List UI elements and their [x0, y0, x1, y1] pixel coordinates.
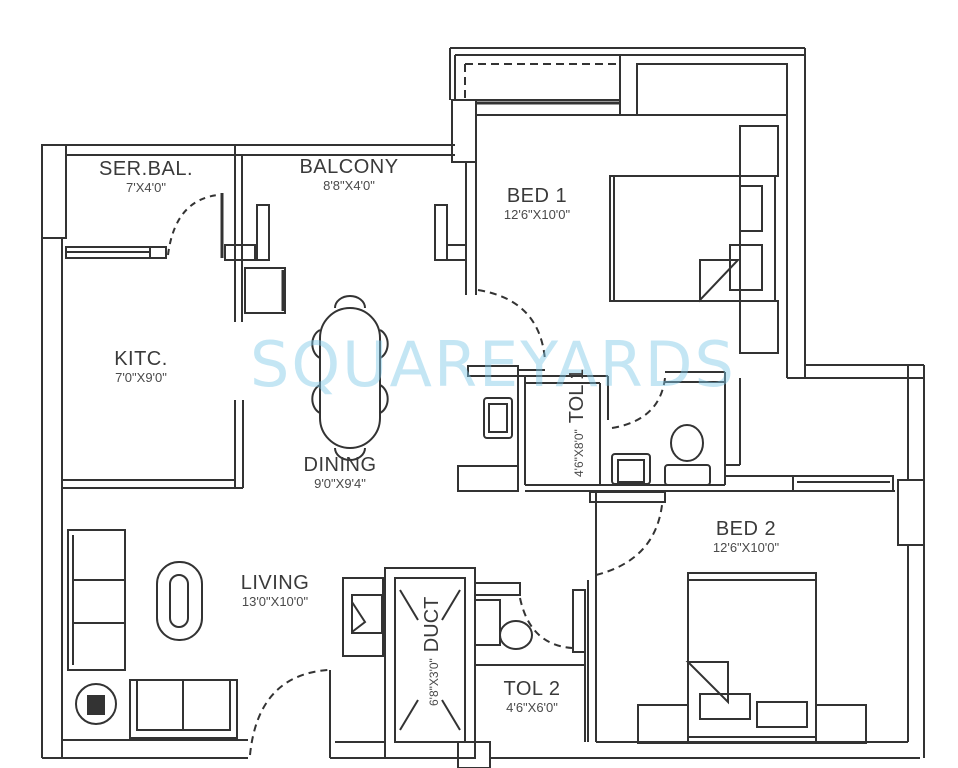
room-name: BED 1 — [506, 185, 568, 207]
room-dimensions: 6'8"X3'0" — [427, 658, 441, 706]
living-furniture — [67, 529, 331, 758]
room-name: TOL 1 — [566, 368, 588, 424]
tol1-walls — [457, 365, 895, 492]
room-dimensions: 12'6"X10'0" — [503, 207, 571, 222]
dining-table — [311, 295, 389, 461]
bed1-furniture — [477, 125, 779, 361]
room-label-tol1: 4'6"X8'0" TOL 1 — [566, 369, 588, 477]
bed2-furniture — [587, 491, 867, 744]
room-dimensions: 13'0"X10'0" — [241, 594, 309, 609]
room-label-bed1: BED 1 12'6"X10'0" — [504, 185, 570, 223]
balcony-walls — [434, 204, 466, 261]
room-dimensions: 4'6"X6'0" — [506, 700, 558, 715]
room-name: DUCT — [421, 596, 443, 653]
room-name: LIVING — [240, 572, 310, 594]
room-label-living: LIVING 13'0"X10'0" — [241, 572, 310, 610]
room-label-kitchen: KITC. 7'0"X9'0" — [114, 348, 168, 386]
room-label-duct: 6'8"X3'0" DUCT — [421, 597, 443, 706]
room-name: BALCONY — [299, 156, 399, 178]
room-name: DINING — [303, 454, 377, 476]
room-label-dining: DINING 9'0"X9'4" — [304, 454, 377, 492]
room-label-tol2: TOL 2 4'6"X6'0" — [504, 678, 561, 716]
room-label-bed2: BED 2 12'6"X10'0" — [713, 518, 779, 556]
room-name: SER.BAL. — [98, 158, 194, 180]
room-dimensions: 7'0"X9'0" — [115, 370, 167, 385]
room-label-ser-bal: SER.BAL. 7'X4'0" — [99, 158, 193, 196]
room-dimensions: 12'6"X10'0" — [712, 540, 780, 555]
room-name: KITC. — [114, 348, 168, 370]
room-dimensions: 4'6"X8'0" — [572, 429, 586, 477]
room-name: BED 2 — [715, 518, 777, 540]
room-dimensions: 8'8"X4'0" — [323, 178, 375, 193]
duct-tol2 — [342, 567, 586, 768]
room-dimensions: 7'X4'0" — [126, 180, 166, 195]
kitchen-walls — [61, 145, 286, 489]
room-dimensions: 9'0"X9'4" — [314, 476, 366, 491]
room-label-balcony: BALCONY 8'8"X4'0" — [299, 156, 398, 194]
room-name: TOL 2 — [503, 678, 561, 700]
